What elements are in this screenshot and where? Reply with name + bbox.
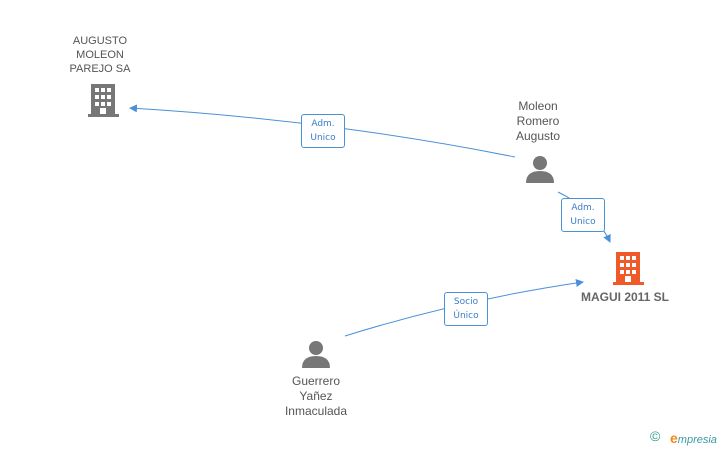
building-icon[interactable]	[88, 84, 119, 117]
person-icon[interactable]	[302, 341, 330, 368]
edge-label-adm-unico-1: Adm. Unico	[301, 114, 345, 148]
person-label-guerrero[interactable]: Guerrero Yañez Inmaculada	[284, 374, 348, 418]
edge-label-socio-unico: Socio Único	[444, 292, 488, 326]
company-label-augusto[interactable]: AUGUSTO MOLEON PAREJO SA	[69, 35, 131, 75]
brand-logo[interactable]: empresia	[670, 430, 717, 446]
edge-label-adm-unico-2: Adm. Unico	[561, 198, 605, 232]
building-icon[interactable]	[613, 252, 644, 285]
copyright-icon: ©	[650, 428, 661, 444]
company-label-magui[interactable]: MAGUI 2011 SL	[580, 290, 670, 304]
person-label-moleon[interactable]: Moleon Romero Augusto	[515, 99, 561, 143]
person-icon[interactable]	[526, 156, 554, 183]
